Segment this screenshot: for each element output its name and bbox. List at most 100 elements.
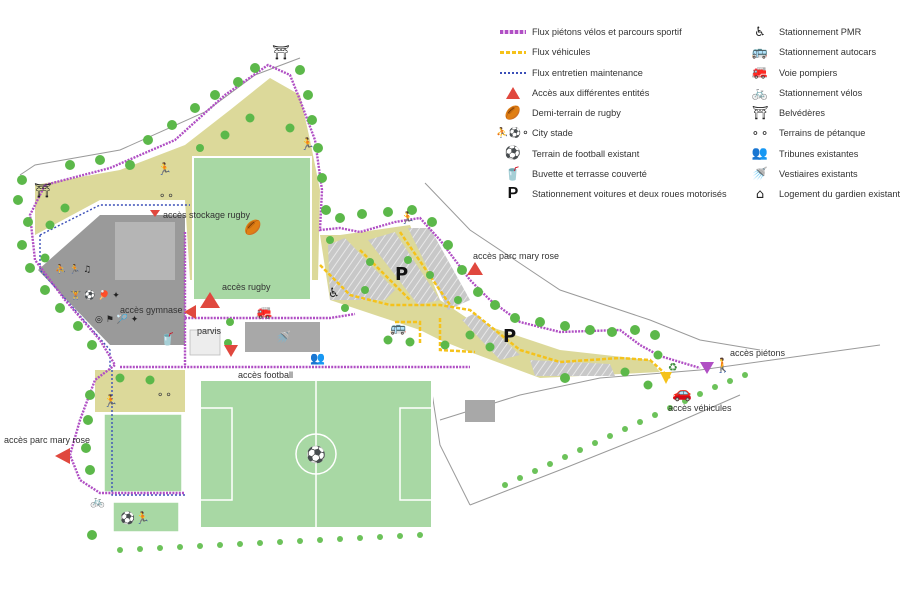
runner-icon: 🏃 [400,211,415,225]
legend-label: Accès aux différentes entités [532,87,650,98]
legend-label: Demi-terrain de rugby [532,108,621,119]
legend-label: Flux véhicules [532,47,591,58]
legend-right: ♿ Stationnement PMR 🚌Stationnement autoca… [745,22,900,205]
football-icon: ⚽ [305,445,326,464]
wheelchair-icon: ♿ [754,24,766,40]
fire-truck-icon: 🚒 [751,65,769,81]
belvedere-icon: ⛩ [751,105,769,121]
petanque-icon: ⚬⚬ [158,191,175,202]
runner-icon: 🏃 [103,394,118,408]
rugby-ball-icon: 🏉 [504,105,522,121]
legend-label: Flux piétons vélos et parcours sportif [532,27,682,37]
access-markers [55,210,483,464]
legend-item: Flux piétons vélos et parcours sportif [498,22,727,42]
legend-label: Terrains de pétanque [779,128,866,139]
legend-label: Vestiaires existants [779,169,858,180]
legend-label: Tribunes existantes [779,148,859,159]
red-triangle-icon [506,87,520,100]
maintenance-path-line-icon [500,71,526,74]
legend-item: ⌂ Logement du gardien existant [745,184,900,204]
parking-p-icon: P [503,326,516,347]
runner-icon: 🏃 [300,137,315,151]
pedestrian-flow [28,63,701,495]
shower-icon: 🚿 [276,330,291,344]
belvedere-icon: ⛩ [272,45,290,61]
legend-item: 🚌Stationnement autocars [745,42,900,62]
legend-label: Voie pompiers [779,67,838,78]
access-stockage-marker [150,210,160,217]
trees [13,63,663,540]
vestiaires-building [245,322,320,352]
lower-left-field [103,413,183,493]
legend-item: ⛩ Belvédères [745,103,900,123]
label-acces-rugby: accès rugby [222,282,271,292]
hedge-line [117,372,748,553]
access-parc-left-marker [55,448,70,464]
label-acces-parc-mary-rose-top: accès parc mary rose [473,251,559,261]
legend-item: Accès aux différentes entités [498,83,727,103]
city-stade-icon: ⛹⚽⚬ [496,127,530,139]
label-parvis: parvis [197,326,222,336]
legend-label: Stationnement voitures et deux roues mot… [532,189,727,200]
sports-fields [103,156,433,533]
tribune-icon: 👥 [310,351,325,365]
access-parc-top-marker [467,262,483,275]
pedestrian-path-line-icon [500,30,526,35]
gardien-house [465,400,495,422]
access-pedestrians-marker [700,362,714,374]
legend-item: 🚲Stationnement vélos [745,83,900,103]
legend-label: Flux entretien maintenance [532,67,643,78]
legend-item: P Stationnement voitures et deux roues mo… [498,184,727,204]
bus-icon: 🚌 [390,321,406,336]
city-stade-icon: ⚽🏃 [119,511,150,525]
vehicle-flow [319,231,671,379]
map-symbols: ⛩ ⛩ 🏉 ⚽ ♿ 🚌 🚒 🚿 👥 🚲 🏃 🏃 🏃 🏃 🚶 🚗 ⚬⚬ ⚬⚬ ⚽🏃… [34,45,731,525]
legend-item: ⚽Terrain de football existant [498,144,727,164]
legend-label: Terrain de football existant [532,148,640,159]
label-acces-football: accès football [238,370,293,380]
map-labels: accès stockage rugby accès parc mary ros… [4,210,786,445]
legend-label: Logement du gardien existant [779,189,900,200]
maintenance-flow [39,204,190,496]
house-icon: ⌂ [755,187,765,203]
walker-icon: 🚶 [714,357,731,374]
legend-label: Stationnement vélos [779,87,863,98]
rugby-ball-icon: 🏉 [243,218,262,236]
legend-label: Stationnement PMR [779,27,862,37]
legend-label: Buvette et terrasse couverté [532,169,647,180]
access-gymnase-marker [184,305,196,319]
legend-item: 🥤 Buvette et terrasse couverté [498,164,727,184]
label-acces-stockage-rugby: accès stockage rugby [163,210,251,220]
buildings [38,215,495,422]
parking-lots [328,228,615,376]
label-acces-vehicules: accès véhicules [668,403,732,413]
label-acces-pietons: accès piétons [730,348,786,358]
wheelchair-icon: ♿ [328,286,340,301]
recycle-icon: ♻ [668,361,678,374]
legend-item: ⚬⚬Terrains de pétanque [745,123,900,143]
car-icon: 🚗 [672,383,692,402]
legend-item: ⛹⚽⚬City stade [496,123,727,143]
gym-activity-icons: ⛹ 🏃 ♫ [55,263,91,275]
vehicle-path-line-icon [500,50,526,54]
bus-icon: 🚌 [751,44,769,60]
legend-item: ♿ Stationnement PMR [745,22,900,42]
legend-label: City stade [532,128,573,139]
legend-item: 🏉 Demi-terrain de rugby [498,103,727,123]
gym-activity-icons: ◎ ⚑ 🏸 ✦ [95,313,139,325]
buvette-icon: 🥤 [504,166,522,182]
legend-item: Flux entretien maintenance [498,63,727,83]
access-vehicles-marker [660,372,672,384]
runner-icon: 🏃 [157,162,172,176]
legend-item: Flux véhicules [498,42,727,62]
parking-p-icon: P [507,185,519,203]
legend-label: Belvédères [779,108,825,119]
legend-item: 🚿 Vestiaires existants [745,164,900,184]
parking-p-icon: P [395,264,408,285]
legend-item: 🚒 Voie pompiers [745,63,900,83]
shower-icon: 🚿 [751,166,769,182]
city-stade-field [112,501,180,533]
rugby-half-field [192,156,312,301]
bicycle-icon: 🚲 [90,494,105,508]
fire-truck-icon: 🚒 [256,305,272,320]
